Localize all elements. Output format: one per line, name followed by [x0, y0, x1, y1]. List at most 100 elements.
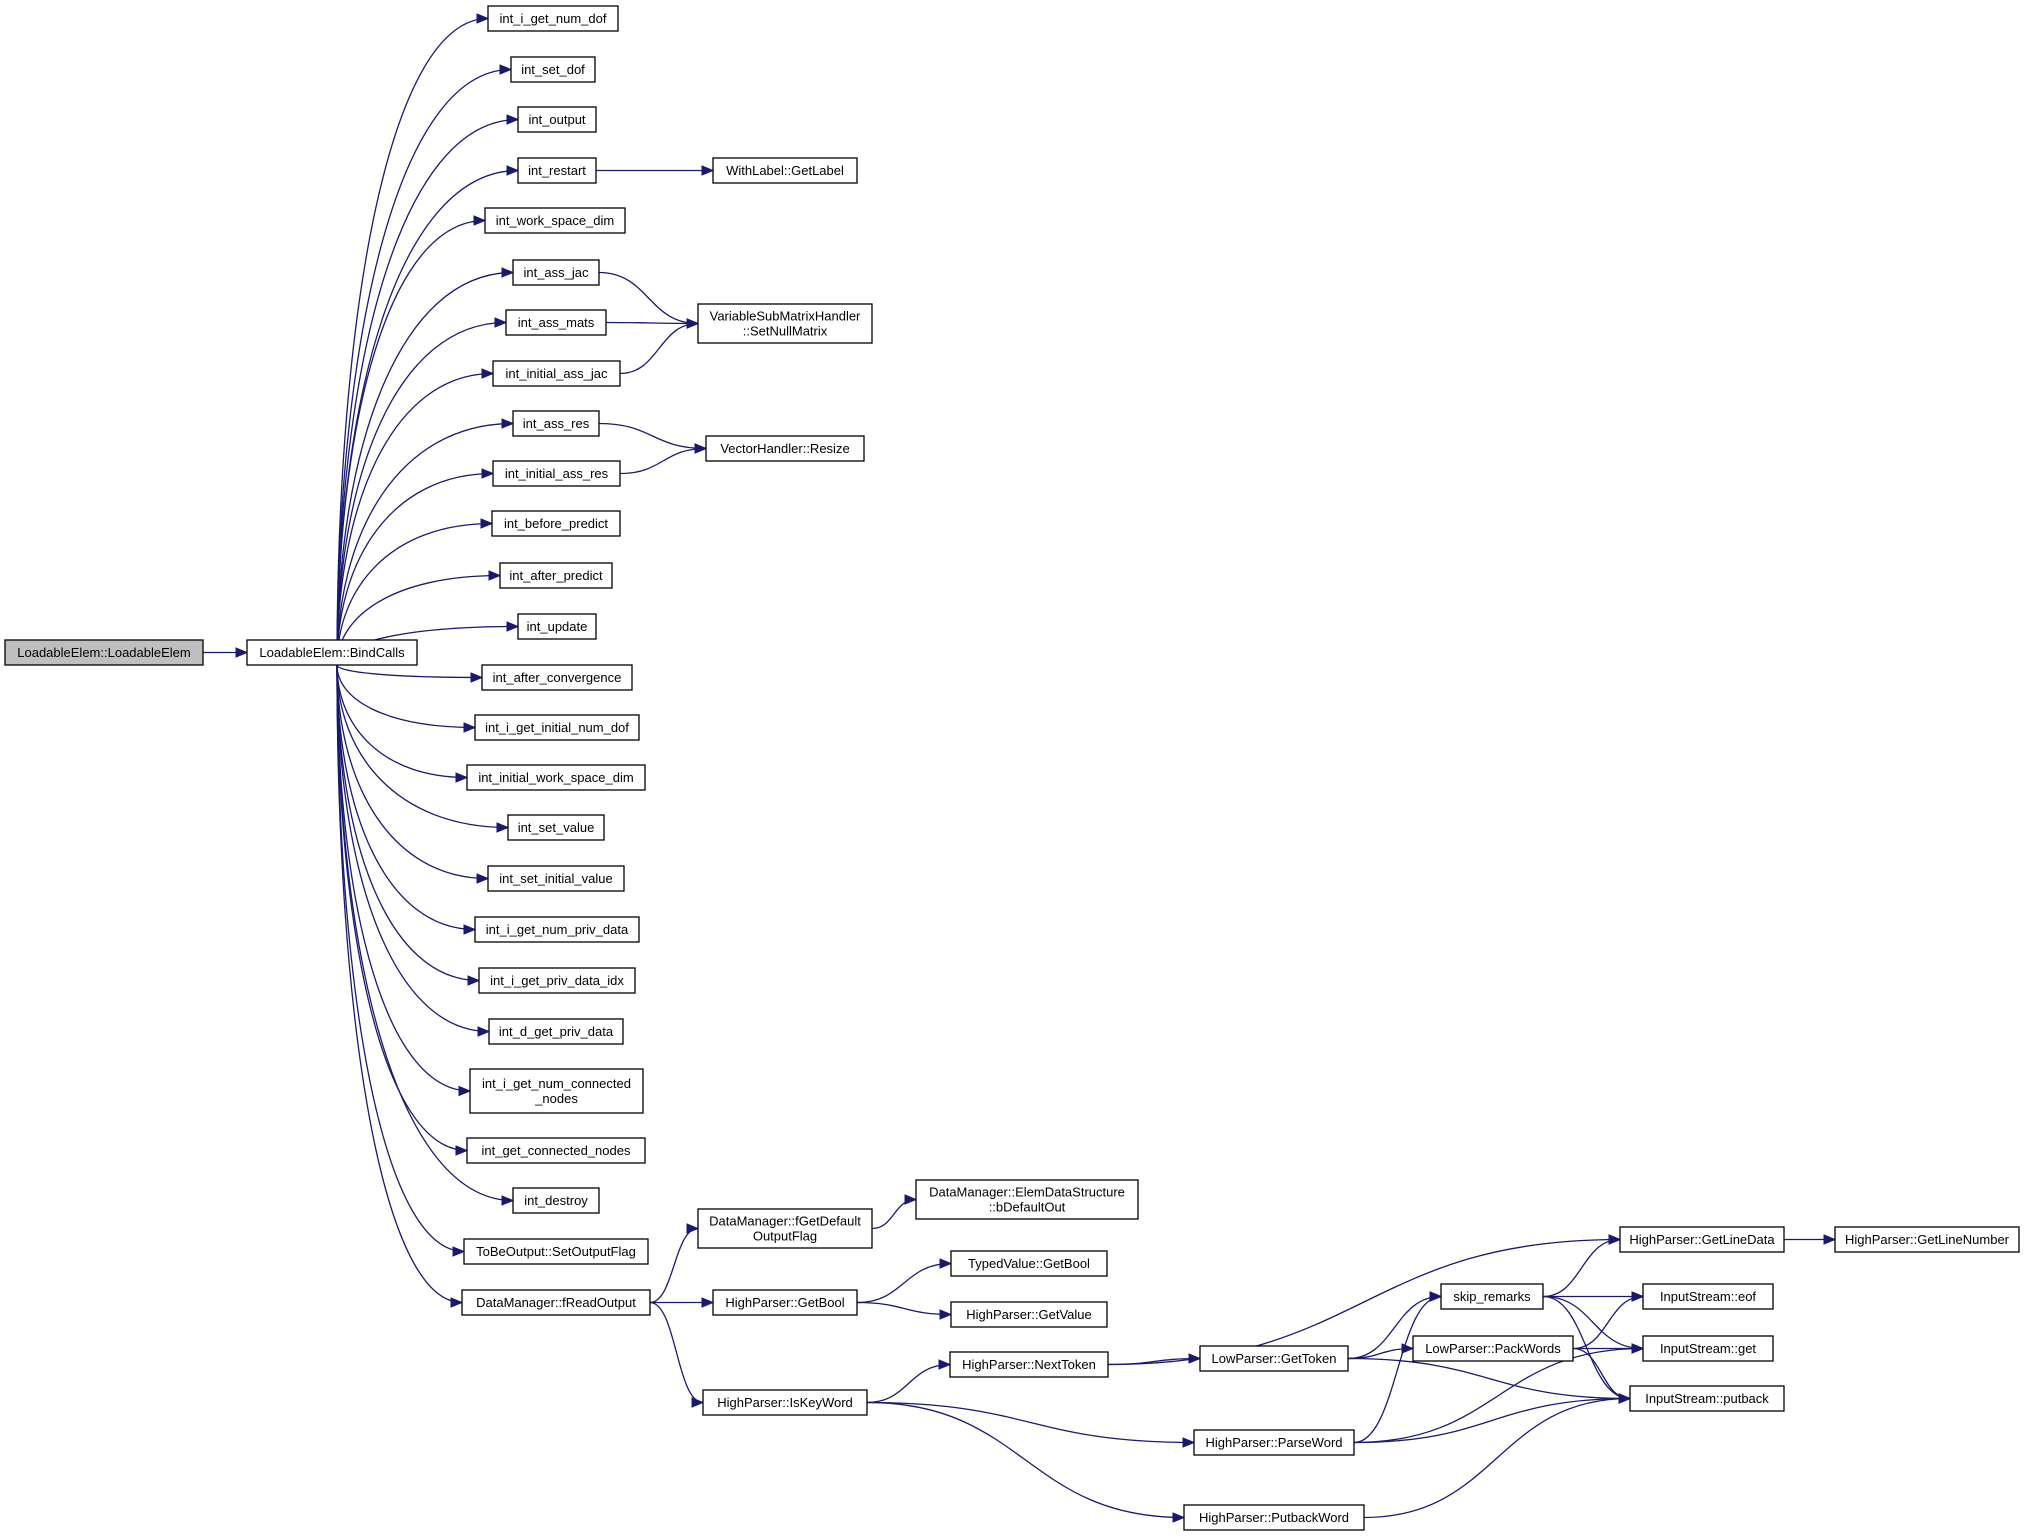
edge-line [1353, 1347, 1644, 1444]
node-label: HighParser::GetLineData [1629, 1232, 1775, 1247]
edge-arrowhead [1182, 1437, 1196, 1448]
edge-arrowhead [691, 1397, 705, 1408]
graph-node[interactable]: HighParser::PutbackWord [1183, 1504, 1365, 1531]
graph-node[interactable]: int_initial_ass_res [492, 460, 621, 487]
node-box [517, 106, 597, 133]
node-box [1629, 1385, 1785, 1412]
edge-line [336, 472, 494, 666]
graph-node[interactable]: VariableSubMatrixHandler::SetNullMatrix [697, 303, 873, 344]
edge-line [336, 664, 468, 779]
graph-node[interactable]: DataManager::fReadOutput [461, 1289, 651, 1316]
edge-arrowhead [1631, 1343, 1645, 1354]
graph-node[interactable]: VectorHandler::Resize [705, 435, 865, 462]
graph-node[interactable]: int_i_get_num_connected_nodes [469, 1068, 644, 1114]
node-box [484, 207, 626, 234]
graph-node[interactable]: int_initial_work_space_dim [466, 764, 646, 791]
node-label: DataManager::fGetDefault [709, 1214, 861, 1229]
edge-line [1542, 1238, 1621, 1298]
node-label: int_set_dof [521, 62, 585, 77]
graph-node[interactable]: int_set_initial_value [487, 865, 625, 892]
node-label: int_set_value [518, 820, 595, 835]
node-label: int_after_convergence [493, 670, 622, 685]
graph-node[interactable]: HighParser::ParseWord [1193, 1429, 1355, 1456]
graph-node[interactable]: int_i_get_initial_num_dof [474, 714, 640, 741]
edge-arrowhead [1172, 1512, 1186, 1523]
graph-node[interactable]: HighParser::GetLineData [1619, 1226, 1785, 1253]
node-box [1183, 1504, 1365, 1531]
node-label: int_after_predict [509, 568, 603, 583]
edge-arrowhead [455, 772, 469, 783]
graph-node[interactable]: int_set_value [507, 814, 605, 841]
graph-node[interactable]: LoadableElem::BindCalls [246, 639, 418, 666]
edge-line [1347, 1295, 1442, 1360]
graph-node[interactable]: int_after_convergence [481, 664, 633, 691]
graph-node[interactable]: int_ass_res [512, 410, 600, 437]
graph-node[interactable]: int_get_connected_nodes [466, 1137, 646, 1164]
graph-node[interactable]: HighParser::GetLineNumber [1834, 1226, 2020, 1253]
graph-node[interactable]: int_destroy [512, 1187, 600, 1214]
graph-node[interactable]: InputStream::get [1642, 1335, 1774, 1362]
graph-node[interactable]: int_update [517, 613, 597, 640]
edge-arrowhead [701, 1297, 715, 1308]
graph-node[interactable]: int_output [517, 106, 597, 133]
graph-node[interactable]: int_before_predict [491, 510, 621, 537]
graph-node-root[interactable]: LoadableElem::LoadableElem [4, 639, 204, 666]
graph-node[interactable]: skip_remarks [1440, 1283, 1544, 1310]
graph-node[interactable]: LowParser::PackWords [1412, 1335, 1574, 1362]
node-label: int_initial_ass_res [505, 466, 609, 481]
edge-arrowhead [501, 267, 515, 278]
graph-node[interactable]: int_set_dof [510, 56, 596, 83]
node-label: int_d_get_priv_data [499, 1024, 614, 1039]
graph-node[interactable]: int_initial_ass_jac [492, 360, 621, 387]
node-label: int_before_predict [504, 516, 608, 531]
edge-arrowhead [701, 165, 715, 176]
edge-arrowhead [506, 165, 520, 176]
graph-node[interactable]: int_i_get_num_priv_data [474, 916, 640, 943]
edge-line [1542, 1295, 1644, 1350]
edge-arrowhead [1608, 1234, 1622, 1245]
edge-line [336, 664, 490, 1033]
graph-node[interactable]: InputStream::eof [1642, 1283, 1774, 1310]
graph-node[interactable]: int_i_get_num_dof [487, 5, 619, 32]
edge-line [336, 664, 483, 679]
graph-node[interactable]: InputStream::putback [1629, 1385, 1785, 1412]
edge-arrowhead [450, 1297, 464, 1308]
node-box [466, 764, 646, 791]
graph-node[interactable]: HighParser::GetBool [712, 1289, 858, 1316]
graph-node[interactable]: int_ass_mats [505, 309, 607, 336]
node-box [1412, 1335, 1574, 1362]
graph-node[interactable]: int_d_get_priv_data [488, 1018, 624, 1045]
graph-node[interactable]: int_after_predict [499, 562, 613, 589]
graph-node[interactable]: HighParser::IsKeyWord [702, 1389, 868, 1416]
node-box [1642, 1335, 1774, 1362]
graph-node[interactable]: TypedValue::GetBool [950, 1250, 1108, 1277]
node-label: LowParser::GetToken [1211, 1351, 1336, 1366]
node-label: InputStream::eof [1660, 1289, 1756, 1304]
graph-node[interactable]: WithLabel::GetLabel [712, 157, 858, 184]
node-label: int_i_get_num_dof [500, 11, 607, 26]
node-label: ToBeOutput::SetOutputFlag [476, 1244, 636, 1259]
node-label: int_ass_res [523, 416, 590, 431]
graph-node[interactable]: HighParser::NextToken [949, 1351, 1109, 1378]
node-box [1619, 1226, 1785, 1253]
node-box [702, 1389, 868, 1416]
edge-line [336, 664, 480, 982]
edge-arrowhead [904, 1194, 918, 1205]
graph-node[interactable]: int_restart [517, 157, 597, 184]
node-label: DataManager::fReadOutput [476, 1295, 636, 1310]
graph-node[interactable]: ToBeOutput::SetOutputFlag [463, 1238, 649, 1265]
node-layer: LoadableElem::LoadableElem LoadableElem::… [4, 5, 2020, 1531]
graph-node[interactable]: HighParser::GetValue [950, 1301, 1108, 1328]
edge-line [336, 664, 514, 1202]
node-label: int_get_connected_nodes [482, 1143, 631, 1158]
node-box [466, 1137, 646, 1164]
graph-node[interactable]: int_ass_jac [512, 259, 600, 286]
graph-node[interactable]: int_i_get_priv_data_idx [478, 967, 636, 994]
graph-node[interactable]: LowParser::GetToken [1199, 1345, 1349, 1372]
graph-node[interactable]: DataManager::ElemDataStructure::bDefault… [915, 1179, 1139, 1220]
edge-arrowhead [476, 13, 490, 24]
node-box [510, 56, 596, 83]
graph-node[interactable]: int_work_space_dim [484, 207, 626, 234]
